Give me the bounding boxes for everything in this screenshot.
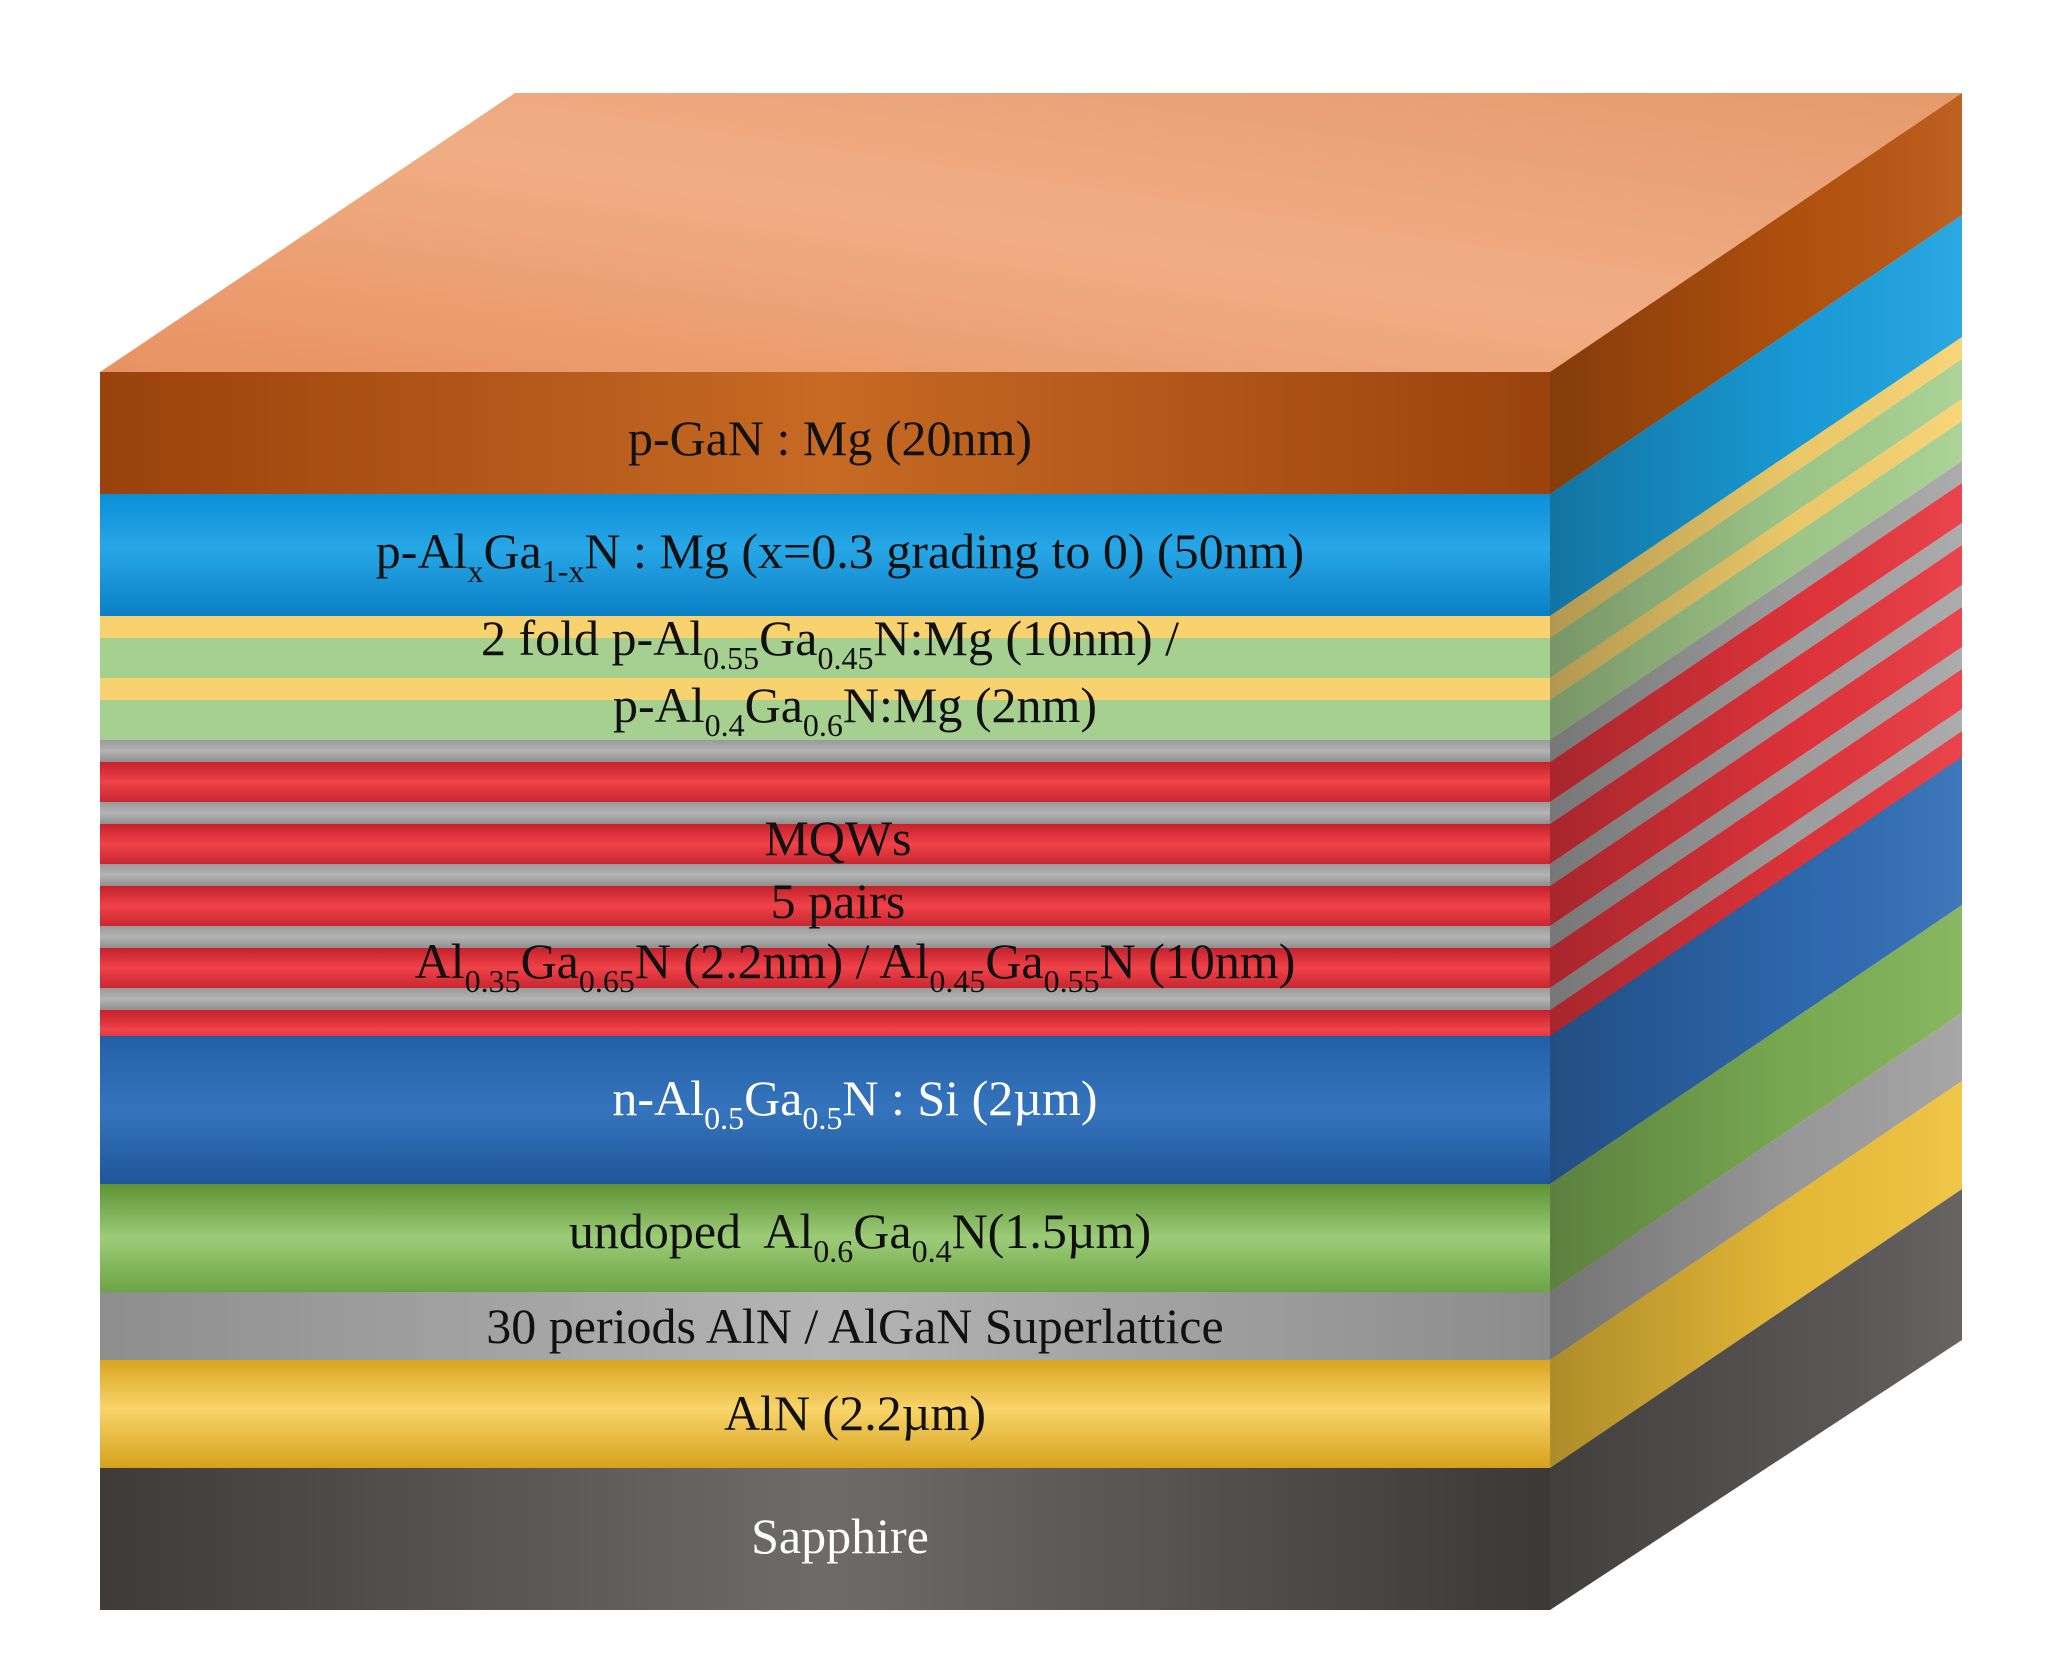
layer-sapphire [100, 1468, 1550, 1610]
layer-n-algan [100, 1036, 1550, 1184]
mqw-well-1 [100, 762, 1550, 802]
layer-ebl-superlattice [100, 616, 1550, 740]
top-face [100, 93, 1962, 372]
mqw-barrier-3 [100, 864, 1550, 886]
ebl-band-2 [100, 638, 1550, 678]
label-n-algan: n-Al0.5Ga0.5N : Si (2µm) [612, 1070, 1097, 1136]
side-face-shading [1550, 93, 1962, 1610]
layer-p-gan [100, 372, 1550, 494]
mqw-barrier-2 [100, 802, 1550, 824]
mqw-barrier-5 [100, 988, 1550, 1010]
mqw-well-3 [100, 886, 1550, 926]
ebl-band-4 [100, 700, 1550, 740]
label-aln: AlN (2.2µm) [724, 1385, 986, 1441]
label-p-gan: p-GaN : Mg (20nm) [628, 410, 1032, 466]
ebl-band-3 [100, 678, 1550, 700]
label-sapphire: Sapphire [751, 1508, 929, 1564]
label-undoped-algan: undoped Al0.6Ga0.4N(1.5µm) [569, 1203, 1151, 1269]
mqw-well-4 [100, 948, 1550, 988]
label-ebl-line1: 2 fold p-Al0.55Ga0.45N:Mg (10nm) / [481, 610, 1179, 676]
layer-undoped-algan [100, 1184, 1550, 1292]
label-mqw-title: MQWs [764, 810, 911, 866]
label-ebl-line2: p-Al0.4Ga0.6N:Mg (2nm) [613, 677, 1097, 743]
layer-p-algan-graded [100, 494, 1550, 616]
layer-aln-algan-superlattice [100, 1292, 1550, 1360]
label-p-algan-graded: p-AlxGa1-xN : Mg (x=0.3 grading to 0) (5… [376, 523, 1304, 589]
mqw-barrier-4 [100, 926, 1550, 948]
ebl-band-1 [100, 616, 1550, 638]
mqw-well-2 [100, 824, 1550, 864]
label-aln-algan-superlattice: 30 periods AlN / AlGaN Superlattice [486, 1298, 1223, 1354]
layer-aln [100, 1360, 1550, 1468]
mqw-barrier-1 [100, 740, 1550, 762]
front-face [100, 372, 1550, 1610]
label-mqw-pairs: 5 pairs [771, 873, 906, 929]
label-mqw-composition: Al0.35Ga0.65N (2.2nm) / Al0.45Ga0.55N (1… [415, 933, 1296, 999]
